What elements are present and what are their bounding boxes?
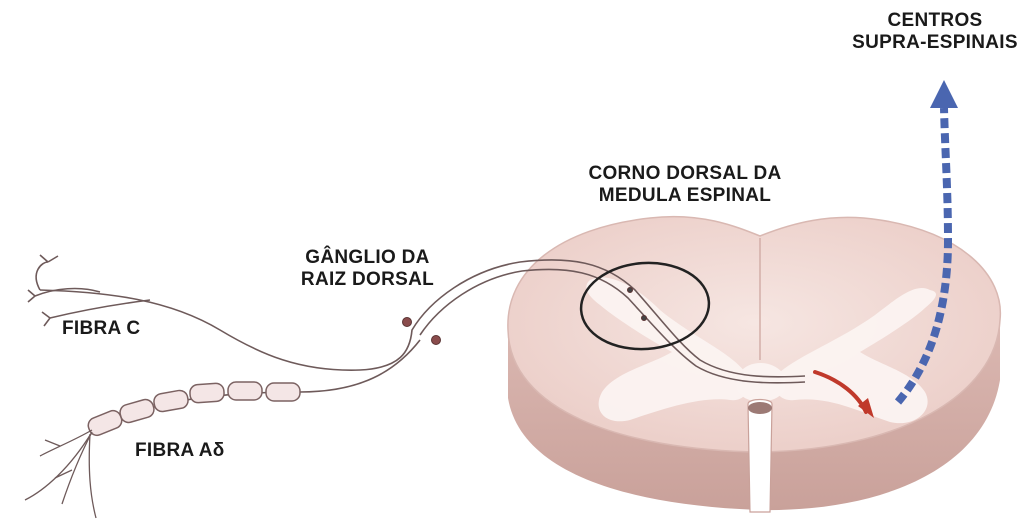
synapse-dot	[628, 288, 633, 293]
ventral-median-fissure	[748, 400, 772, 513]
ascending-pathway-arrow-head	[930, 80, 958, 108]
label-corno-dorsal: CORNO DORSAL DA MEDULA ESPINAL	[555, 163, 815, 207]
label-corno-line2: MEDULA ESPINAL	[555, 185, 815, 207]
ganglion-cell-body	[432, 336, 441, 345]
label-ganglio-line1: GÂNGLIO DA	[275, 247, 460, 269]
ganglion-cell-body	[403, 318, 412, 327]
terminal-branch	[89, 434, 96, 518]
label-ganglio-line2: RAIZ DORSAL	[275, 269, 460, 291]
myelin-segment	[228, 382, 262, 400]
myelin-segment	[153, 389, 190, 413]
terminal-branch	[25, 432, 92, 500]
terminal-branch	[55, 432, 92, 504]
myelin-segment	[118, 398, 156, 425]
label-ganglio-raiz-dorsal: GÂNGLIO DA RAIZ DORSAL	[275, 247, 460, 291]
fibra-ad-myelin	[86, 382, 300, 438]
label-fibra-c: FIBRA C	[62, 318, 172, 340]
synapse-dot	[642, 316, 647, 321]
myelin-segment	[189, 383, 224, 403]
myelin-segment	[266, 383, 300, 401]
fissure-shadow	[748, 402, 772, 414]
fibra-c-branch-top	[36, 255, 58, 290]
fibra-ad-terminals	[25, 430, 96, 518]
label-centros-supra-espinais: CENTROS SUPRA-ESPINAIS	[830, 10, 1032, 54]
label-fibra-a-delta: FIBRA Aδ	[135, 440, 265, 462]
label-centros-line2: SUPRA-ESPINAIS	[830, 32, 1032, 54]
label-corno-line1: CORNO DORSAL DA	[555, 163, 815, 185]
label-centros-line1: CENTROS	[830, 10, 1032, 32]
